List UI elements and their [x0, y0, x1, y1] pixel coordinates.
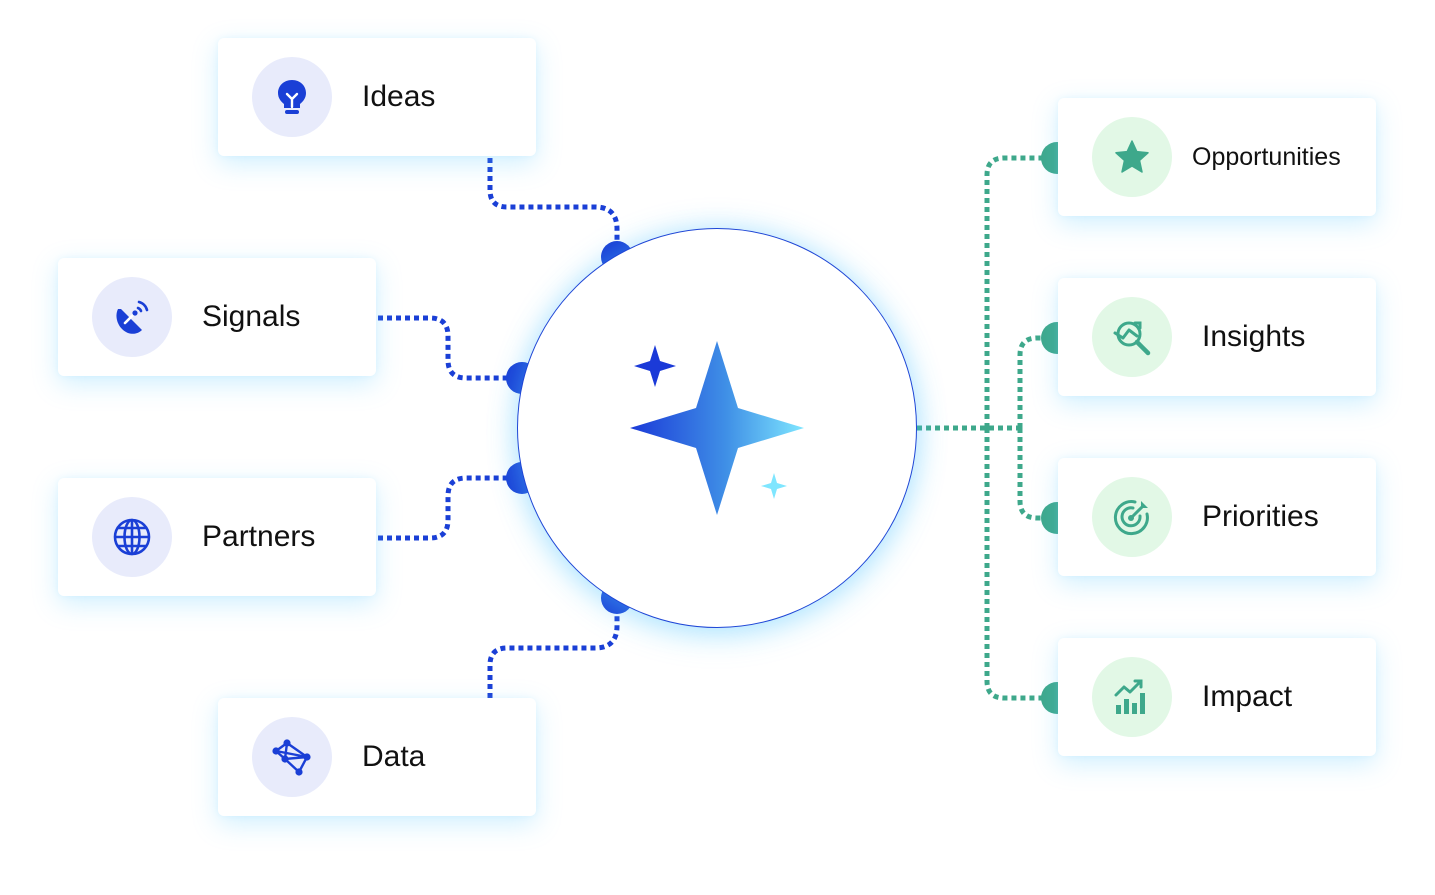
- connector-impact: [984, 428, 1057, 701]
- bar-chart-growth-icon: [1114, 679, 1145, 714]
- small-sparkle-light: [761, 473, 787, 499]
- data-badge: [252, 717, 332, 797]
- connector-data: [487, 598, 620, 698]
- output-label-insights: Insights: [1202, 320, 1306, 353]
- input-label-data: Data: [362, 740, 426, 773]
- signals-badge: [92, 277, 172, 357]
- input-label-partners: Partners: [202, 520, 316, 553]
- output-card-opportunities: Opportunities: [1058, 98, 1376, 216]
- output-card-insights: Insights: [1058, 278, 1376, 396]
- input-card-partners: Partners: [58, 478, 376, 596]
- sparkle-icon: [630, 341, 804, 515]
- insights-badge: [1092, 297, 1172, 377]
- connector-priorities: [1017, 428, 1057, 521]
- connector-signals: [378, 315, 522, 381]
- lightbulb-icon: [278, 80, 306, 114]
- input-card-data: Data: [218, 698, 536, 816]
- output-label-priorities: Priorities: [1202, 500, 1319, 533]
- large-sparkle: [630, 341, 804, 515]
- opportunities-badge: [1092, 117, 1172, 197]
- ideas-badge: [252, 57, 332, 137]
- partners-badge: [92, 497, 172, 577]
- output-label-opportunities: Opportunities: [1192, 142, 1341, 171]
- connector-opportunities: [984, 155, 1057, 428]
- output-label-impact: Impact: [1202, 680, 1293, 713]
- connector-ideas: [487, 158, 620, 257]
- impact-badge: [1092, 657, 1172, 737]
- output-card-priorities: Priorities: [1058, 458, 1376, 576]
- star-icon: [1115, 140, 1149, 173]
- input-card-ideas: Ideas: [218, 38, 536, 156]
- satellite-dish-icon: [116, 300, 149, 334]
- small-sparkle-dark: [634, 345, 676, 387]
- input-card-signals: Signals: [58, 258, 376, 376]
- globe-icon: [113, 518, 151, 556]
- target-icon: [1113, 500, 1149, 536]
- magnifier-chart-icon: [1113, 321, 1151, 356]
- connector-partners: [378, 475, 522, 541]
- input-label-ideas: Ideas: [362, 80, 436, 113]
- priorities-badge: [1092, 477, 1172, 557]
- output-card-impact: Impact: [1058, 638, 1376, 756]
- connector-insights: [1017, 335, 1057, 428]
- network-nodes-icon: [272, 739, 311, 776]
- input-label-signals: Signals: [202, 300, 301, 333]
